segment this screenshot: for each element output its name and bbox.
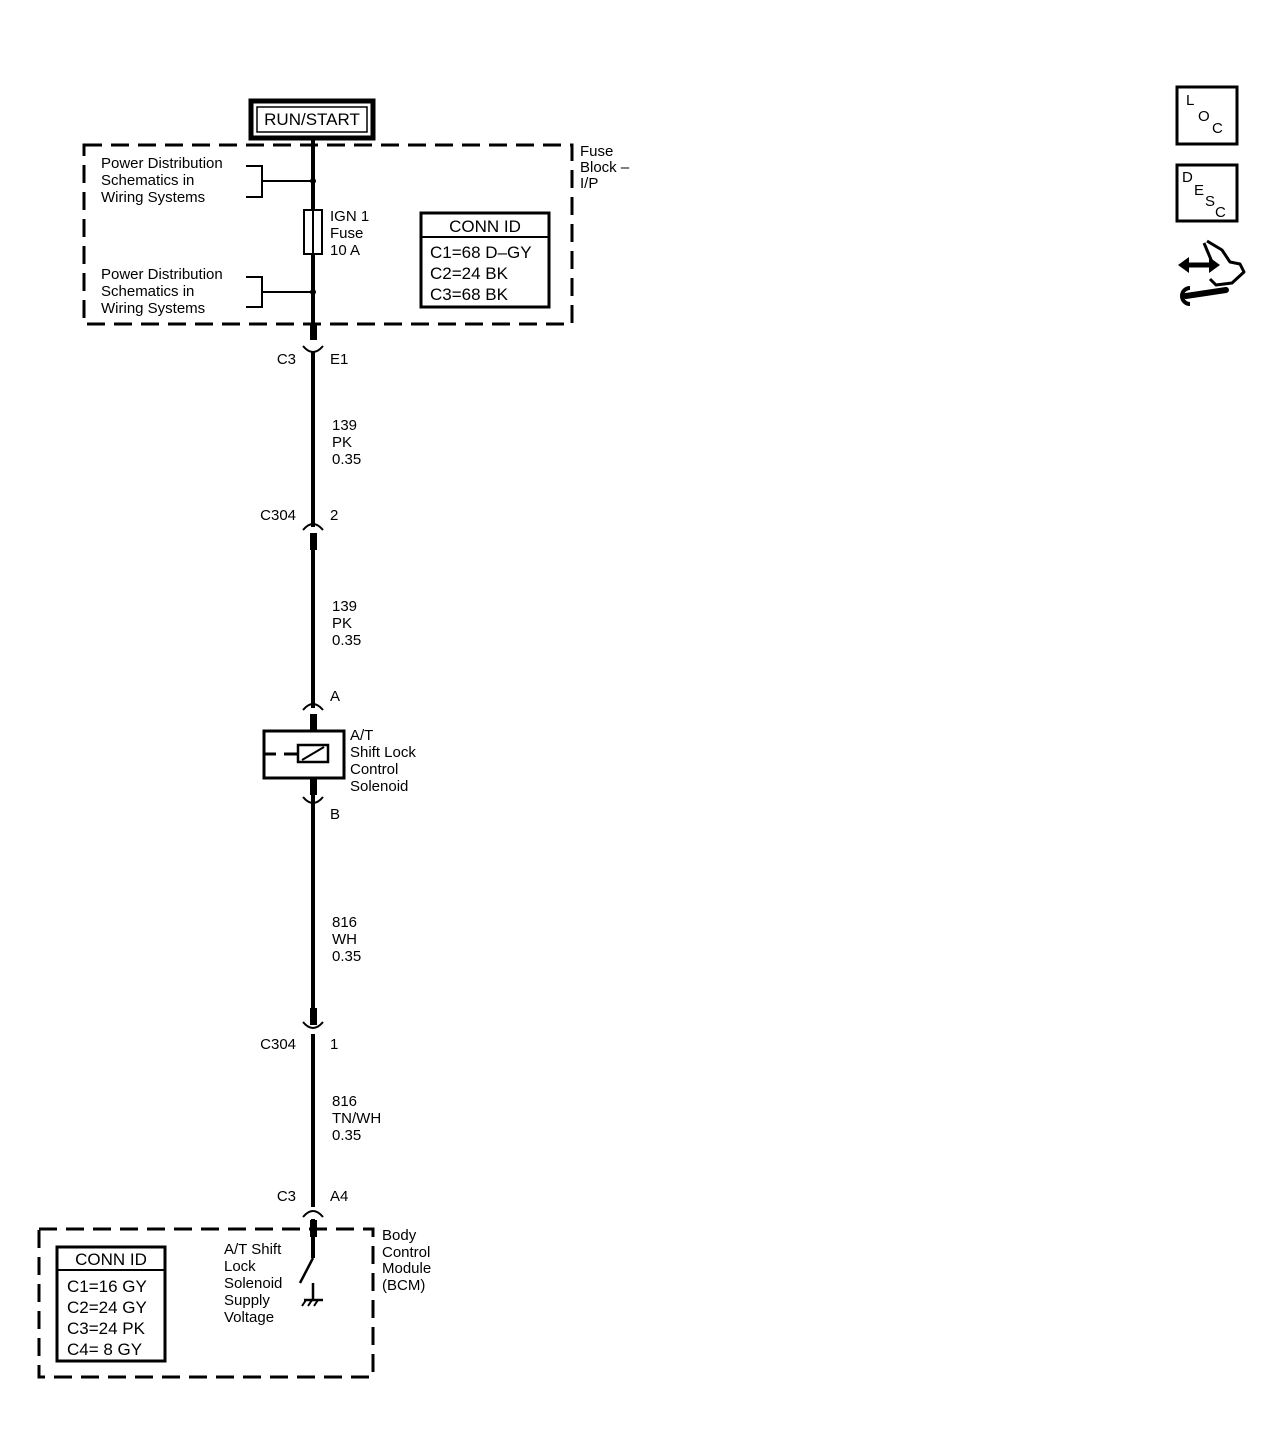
conn-id-row: C2=24 GY: [67, 1298, 147, 1317]
run-start-label: RUN/START: [264, 110, 360, 129]
wire-circuit: 139: [332, 598, 357, 615]
pd-ref-top-line-1: Power Distribution: [101, 155, 223, 172]
conn-id-row: C3=24 PK: [67, 1319, 146, 1338]
wire-label-2: 139 PK 0.35: [332, 598, 361, 649]
switch-label-line: Solenoid: [224, 1275, 282, 1292]
wire-gauge: 0.35: [332, 948, 361, 965]
connector-name: C3: [277, 351, 296, 368]
wire-color: TN/WH: [332, 1110, 381, 1127]
connector-pin: 1: [330, 1036, 338, 1053]
pd-ref-top-line-3: Wiring Systems: [101, 189, 205, 206]
desc-letter: D: [1182, 169, 1193, 186]
solenoid-label-line: Solenoid: [350, 778, 408, 795]
switch-label-line: A/T Shift: [224, 1241, 282, 1258]
fuse-block-conn-id-table: CONN ID C1=68 D–GY C2=24 BK C3=68 BK: [419, 211, 551, 309]
wire-label-3: 816 WH 0.35: [332, 914, 361, 965]
conn-id-row: C3=68 BK: [430, 285, 509, 304]
connector-pin: 2: [330, 507, 338, 524]
bcm-conn-id-table: CONN ID C1=16 GY C2=24 GY C3=24 PK C4= 8…: [55, 1245, 167, 1363]
wire-circuit: 816: [332, 1093, 357, 1110]
wire-circuit: 139: [332, 417, 357, 434]
loc-icon[interactable]: L O C: [1175, 85, 1239, 146]
conn-id-row: C2=24 BK: [430, 264, 509, 283]
wire-color: WH: [332, 931, 357, 948]
bcm-name-line: Body: [382, 1227, 417, 1244]
wire-gauge: 0.35: [332, 632, 361, 649]
loc-letter: L: [1186, 92, 1194, 109]
connector-c304-pin1: C304 1: [260, 1008, 338, 1053]
solenoid-label-line: A/T: [350, 727, 373, 744]
switch-label-line: Voltage: [224, 1309, 274, 1326]
switch-label-line: Lock: [224, 1258, 256, 1275]
conn-id-row: C1=68 D–GY: [430, 243, 532, 262]
solenoid-label-line: Shift Lock: [350, 744, 416, 761]
switch-label-line: Supply: [224, 1292, 270, 1309]
desc-letter: S: [1205, 193, 1215, 210]
conn-id-row: C4= 8 GY: [67, 1340, 142, 1359]
wire-color: PK: [332, 434, 352, 451]
fuse-label-line-1: IGN 1: [330, 208, 369, 225]
wire-label-1: 139 PK 0.35: [332, 417, 361, 468]
connector-c304-pin2: C304 2: [260, 507, 338, 550]
ign1-fuse: IGN 1 Fuse 10 A: [303, 208, 369, 259]
desc-letter: E: [1194, 182, 1204, 199]
desc-icon[interactable]: D E S C: [1175, 163, 1239, 223]
conn-id-title: CONN ID: [75, 1250, 147, 1269]
fuse-label-line-2: Fuse: [330, 225, 363, 242]
connector-name: C3: [277, 1188, 296, 1205]
fuse-block-ip: Fuse Block – I/P Power Distribution Sche…: [82, 143, 630, 326]
fuse-label-line-3: 10 A: [330, 242, 360, 259]
wire-gauge: 0.35: [332, 451, 361, 468]
wire-label-4: 816 TN/WH 0.35: [332, 1093, 381, 1144]
wire-color: PK: [332, 615, 352, 632]
solenoid-label-line: Control: [350, 761, 398, 778]
conn-id-row: C1=16 GY: [67, 1277, 147, 1296]
solenoid-pin-a: A: [330, 688, 340, 705]
bcm-name-line: Module: [382, 1260, 431, 1277]
wire-gauge: 0.35: [332, 1127, 361, 1144]
connector-pin: E1: [330, 351, 348, 368]
solenoid-pin-b: B: [330, 806, 340, 823]
conn-id-title: CONN ID: [449, 217, 521, 236]
run-start-power-source: RUN/START: [248, 98, 376, 141]
fuse-block-name-line-3: I/P: [580, 175, 598, 192]
diagnostic-tool-icon[interactable]: [1178, 239, 1246, 306]
fuse-block-name-line-1: Fuse: [580, 143, 613, 160]
fuse-block-name-line-2: Block –: [580, 159, 630, 176]
bcm-name-line: (BCM): [382, 1277, 425, 1294]
pd-ref-bottom-line-3: Wiring Systems: [101, 300, 205, 317]
fuse-block-outline: [82, 143, 574, 326]
pd-ref-top-line-2: Schematics in: [101, 172, 194, 189]
connector-pin: A4: [330, 1188, 348, 1205]
wire-circuit: 816: [332, 914, 357, 931]
body-control-module: Body Control Module (BCM) A/T Shift Lock…: [37, 1227, 431, 1379]
shift-lock-solenoid: A B A/T Shift Lock Control Solenoid: [262, 688, 416, 823]
connector-fb-c3: C3 E1: [277, 323, 348, 368]
ground-icon: [301, 1298, 323, 1307]
connector-name: C304: [260, 507, 296, 524]
power-distribution-reference-bottom: Power Distribution Schematics in Wiring …: [101, 266, 316, 317]
loc-letter: C: [1212, 120, 1223, 137]
bcm-name-line: Control: [382, 1244, 430, 1261]
supply-voltage-switch: [298, 1257, 323, 1307]
pd-ref-bottom-line-2: Schematics in: [101, 283, 194, 300]
power-distribution-reference-top: Power Distribution Schematics in Wiring …: [101, 155, 316, 206]
desc-letter: C: [1215, 204, 1226, 221]
bcm-outline: [37, 1227, 375, 1379]
connector-name: C304: [260, 1036, 296, 1053]
pd-ref-bottom-line-1: Power Distribution: [101, 266, 223, 283]
loc-letter: O: [1198, 108, 1210, 125]
